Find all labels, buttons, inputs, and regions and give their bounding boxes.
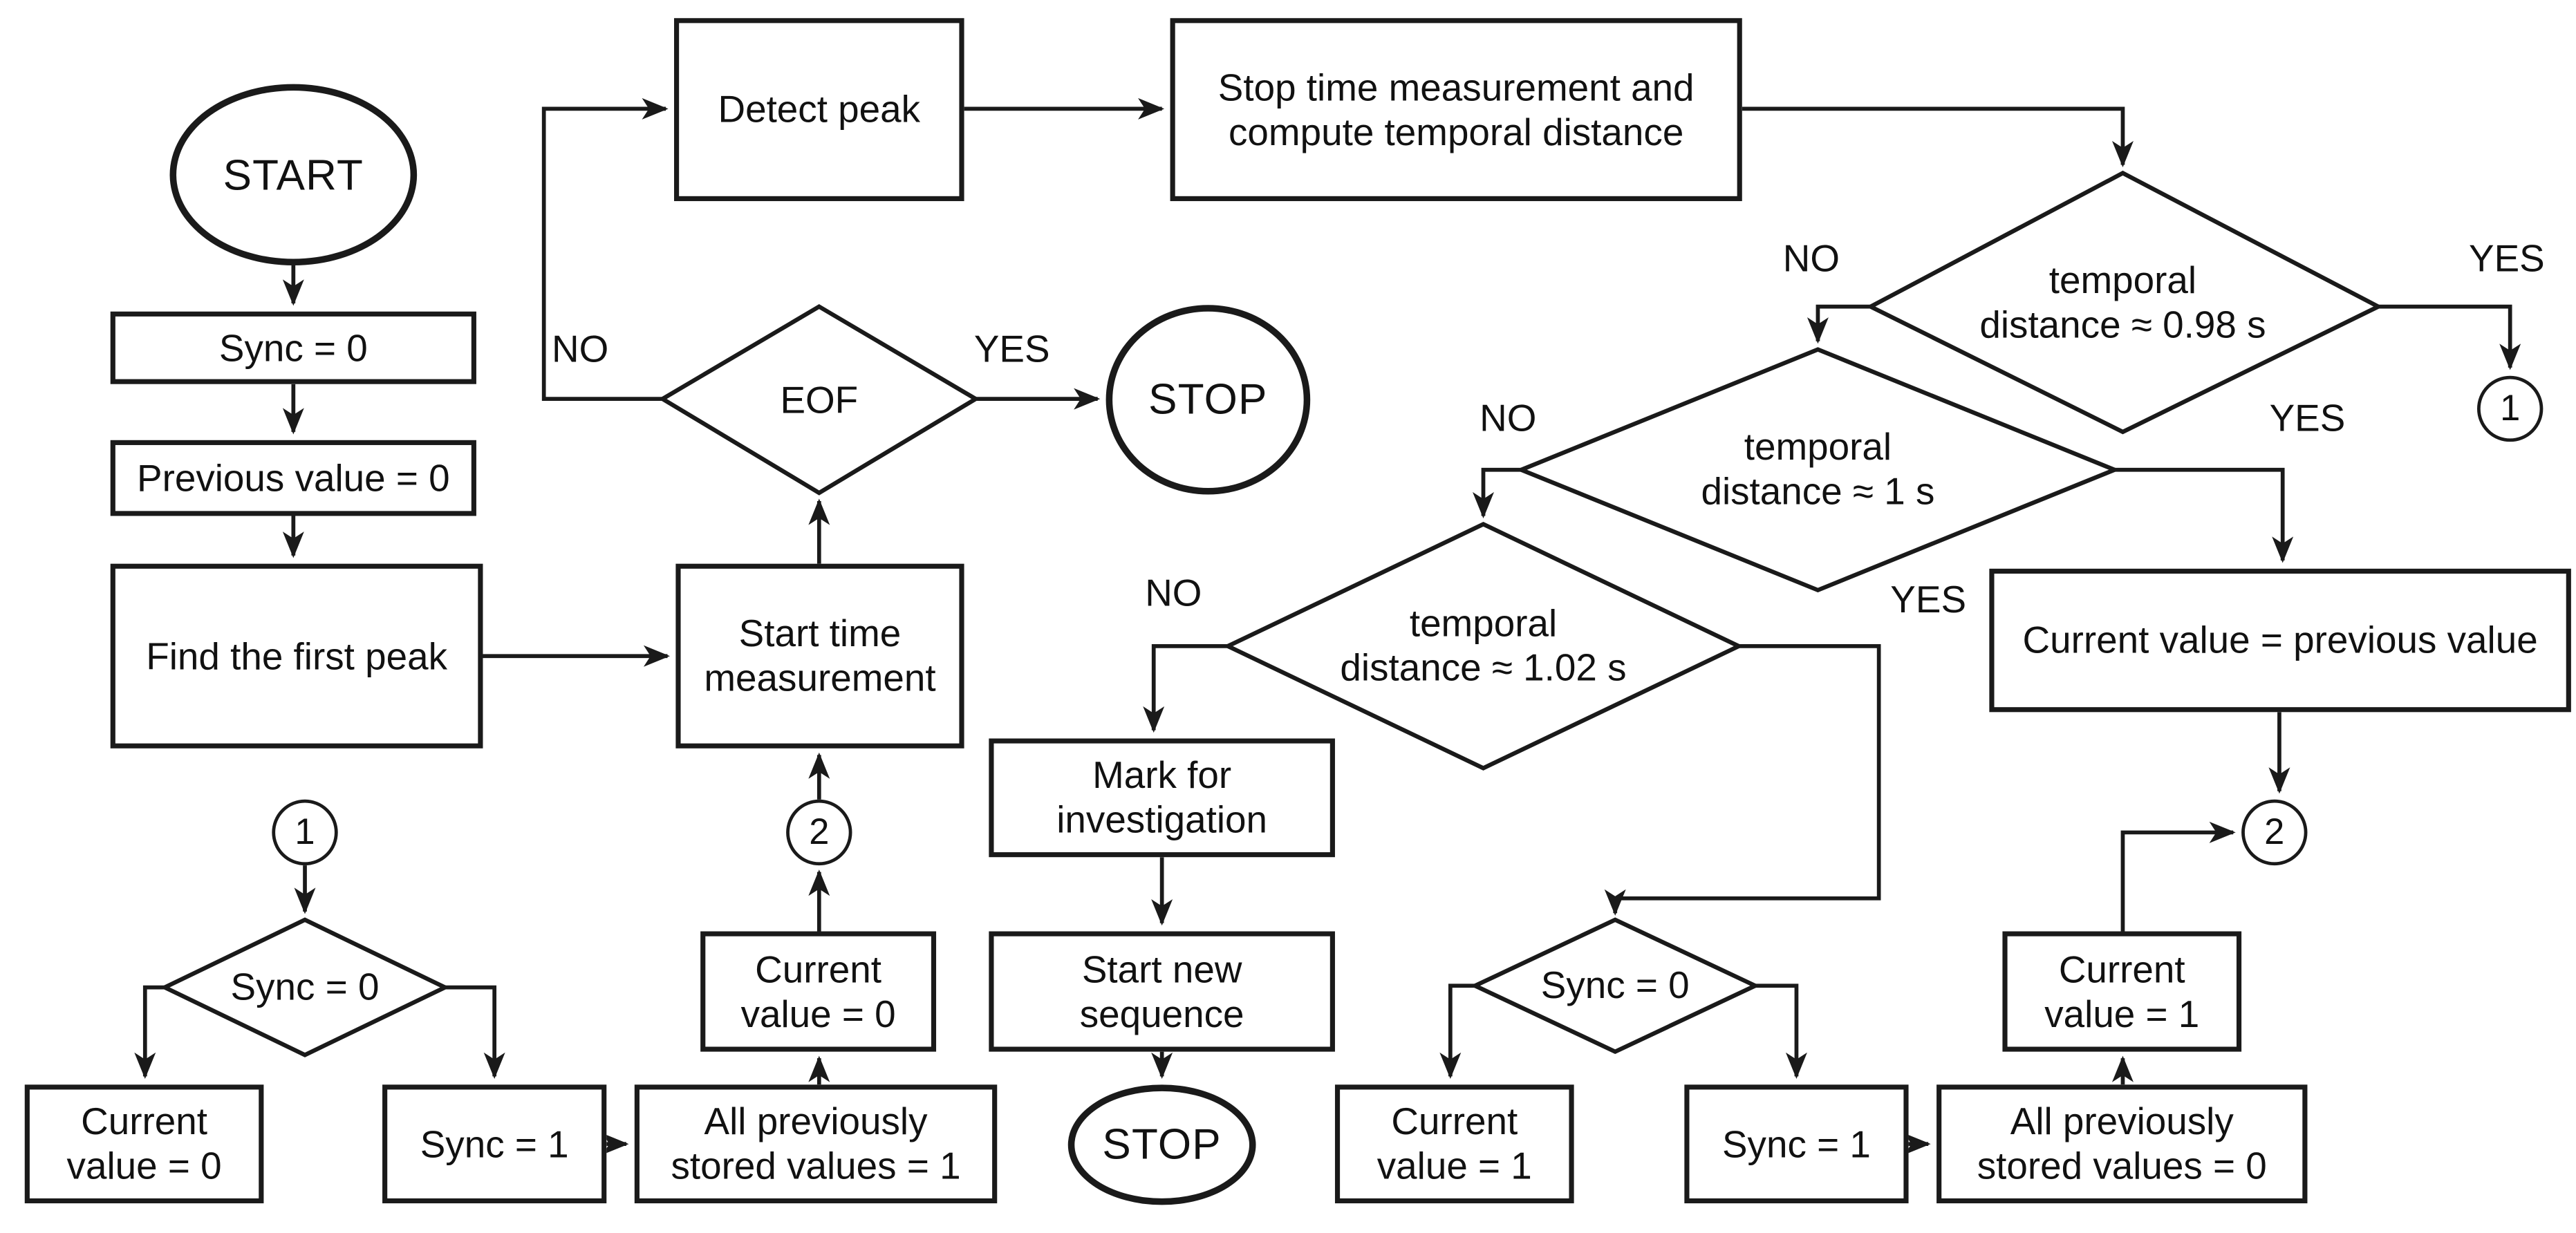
temporal-102-no-label: NO <box>1145 571 1202 614</box>
sync0-left-decision-diamond <box>160 917 450 1057</box>
process-current-value-1-bottom: Current value = 1 <box>1334 1084 1574 1204</box>
process-all-stored-values-1: All previously stored values = 1 <box>634 1084 998 1204</box>
sync0-left-decision-label: Sync = 0 <box>230 965 380 1008</box>
eof-decision-label: EOF <box>780 378 859 422</box>
edge-sync0left-cv0left <box>134 985 165 1079</box>
stop-terminator-top: STOP <box>1105 305 1311 495</box>
process-detect-peak: Detect peak <box>674 18 964 201</box>
stop-terminator-bottom: STOP <box>1067 1084 1256 1205</box>
process-stop-time-measurement: Stop time measurement and compute tempor… <box>1170 18 1742 201</box>
edge-d098-yes-conn1 <box>2378 304 2521 370</box>
start-terminator: START <box>169 84 418 265</box>
process-current-equals-previous: Current value = previous value <box>1989 568 2571 713</box>
edge-sync0left-sync1left <box>445 985 505 1079</box>
process-sync-equals-0-init: Sync = 0 <box>110 311 476 384</box>
eof-decision-diamond <box>658 304 980 496</box>
temporal-1s-no-label: NO <box>1480 396 1537 440</box>
edge-d100-no-d102 <box>1473 467 1522 519</box>
edge-sync0right-sync1right <box>1755 983 1807 1079</box>
process-previous-value-0: Previous value = 0 <box>110 440 476 516</box>
process-start-new-sequence: Start new sequence <box>989 931 1335 1052</box>
temporal-1s-yes-label: YES <box>2269 396 2346 440</box>
edge-d102-no-mark <box>1143 644 1229 733</box>
temporal-1s-decision-label: temporal distance ≈ 1 s <box>1701 425 1935 513</box>
process-all-stored-values-0: All previously stored values = 0 <box>1936 1084 2308 1204</box>
temporal-102-decision-diamond <box>1222 521 1744 771</box>
temporal-1s-decision-diamond <box>1515 347 2120 593</box>
temporal-102-decision-label: temporal distance ≈ 1.02 s <box>1340 601 1627 689</box>
edge-d100-yes-currprev <box>2114 467 2294 563</box>
connector-1-left: 1 <box>272 799 338 866</box>
temporal-098-decision-diamond <box>1865 170 2383 435</box>
connector-2-mid: 2 <box>786 799 852 866</box>
process-current-value-0-mid: Current value = 0 <box>700 931 937 1052</box>
temporal-098-no-label: NO <box>1782 236 1840 280</box>
connector-2-right: 2 <box>2241 799 2308 866</box>
process-current-value-0-left: Current value = 0 <box>24 1084 264 1204</box>
edge-sync0right-cv1bottom <box>1439 983 1475 1079</box>
eof-no-label: NO <box>552 327 609 370</box>
process-start-time-measurement: Start time measurement <box>675 563 964 749</box>
edge-d102-yes-sync0right <box>1604 644 1881 916</box>
eof-yes-label: YES <box>973 327 1050 370</box>
connector-1-right: 1 <box>2477 375 2544 442</box>
temporal-098-yes-label: YES <box>2469 236 2545 280</box>
sync0-right-decision-diamond <box>1470 917 1761 1055</box>
process-mark-for-investigation: Mark for investigation <box>989 738 1335 858</box>
edge-d098-no-d100 <box>1807 304 1871 344</box>
process-find-first-peak: Find the first peak <box>110 563 483 749</box>
edge-stopcompute-d098 <box>1742 106 2134 168</box>
temporal-098-decision-label: temporal distance ≈ 0.98 s <box>1979 258 2266 346</box>
edge-eof-no-detect <box>541 97 669 402</box>
process-sync-equals-1-right: Sync = 1 <box>1684 1084 1909 1204</box>
process-sync-equals-1-left: Sync = 1 <box>382 1084 607 1204</box>
edge-cv1upper-conn2right <box>2120 821 2236 932</box>
temporal-102-yes-label: YES <box>1890 577 1967 621</box>
sync0-right-decision-label: Sync = 0 <box>1540 963 1690 1006</box>
process-current-value-1-upper: Current value = 1 <box>2002 931 2242 1052</box>
